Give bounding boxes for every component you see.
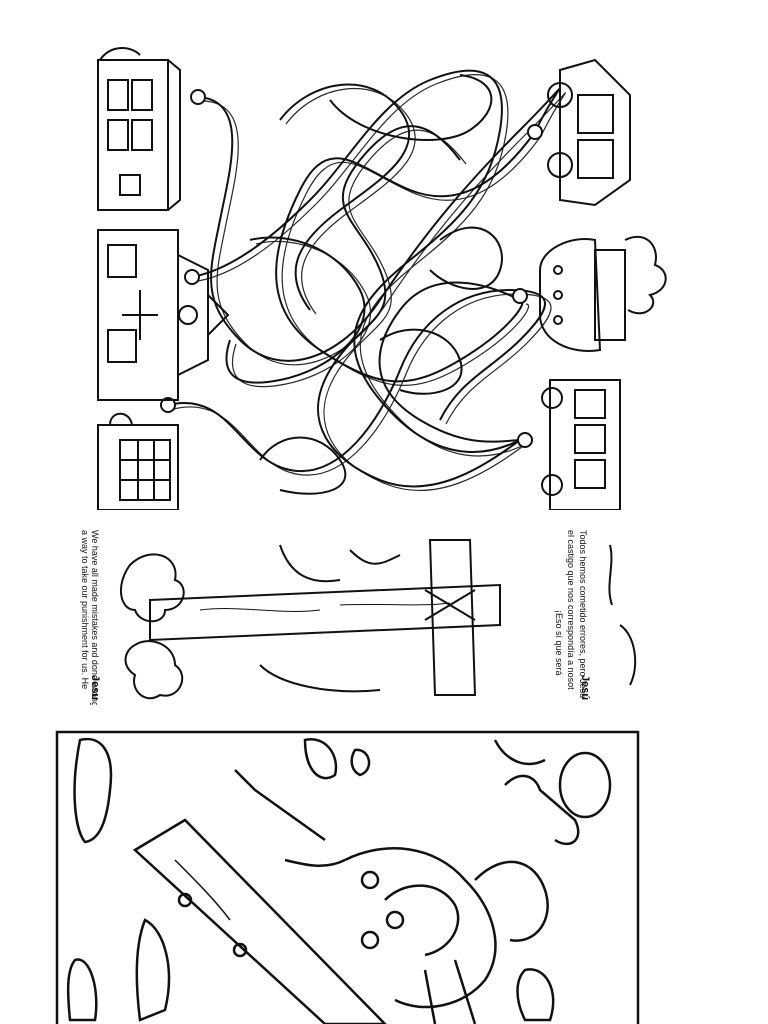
school-icon: [97, 412, 179, 510]
house-icon: [97, 47, 181, 211]
soldier-drawing: [55, 730, 640, 1024]
boat-icon: [539, 235, 667, 352]
soldier-icon: [234, 751, 612, 1024]
maze-drawing: [97, 47, 667, 510]
spanish-caption-line2: el castigo que nos correspondía a nosot: [566, 530, 576, 690]
maze-paths: [167, 69, 561, 495]
cross-icon: [132, 818, 387, 1024]
spanish-caption-line3: ¡Eso sí que será: [554, 610, 564, 676]
soldier-panel: [55, 730, 640, 1024]
maze-panel: [80, 40, 680, 510]
car-icon: [547, 58, 631, 207]
tree-icon: [119, 553, 185, 700]
church-icon: [97, 229, 230, 401]
spanish-title: Jesú: [579, 675, 591, 701]
edge-fragment: [600, 525, 660, 705]
english-caption-line2: a way to take our punishment for us. He: [80, 530, 90, 690]
bus-icon: [541, 379, 621, 510]
cross-icon: [149, 539, 501, 696]
english-caption-line1: We have all made mistakes and done wrong: [90, 530, 100, 705]
cross-panel: Jesu We have all made mistakes and done …: [80, 525, 600, 705]
spanish-caption-line1: Todos hemos cometido errores, pero Jesú: [578, 530, 588, 699]
cross-drawing: [119, 539, 501, 700]
